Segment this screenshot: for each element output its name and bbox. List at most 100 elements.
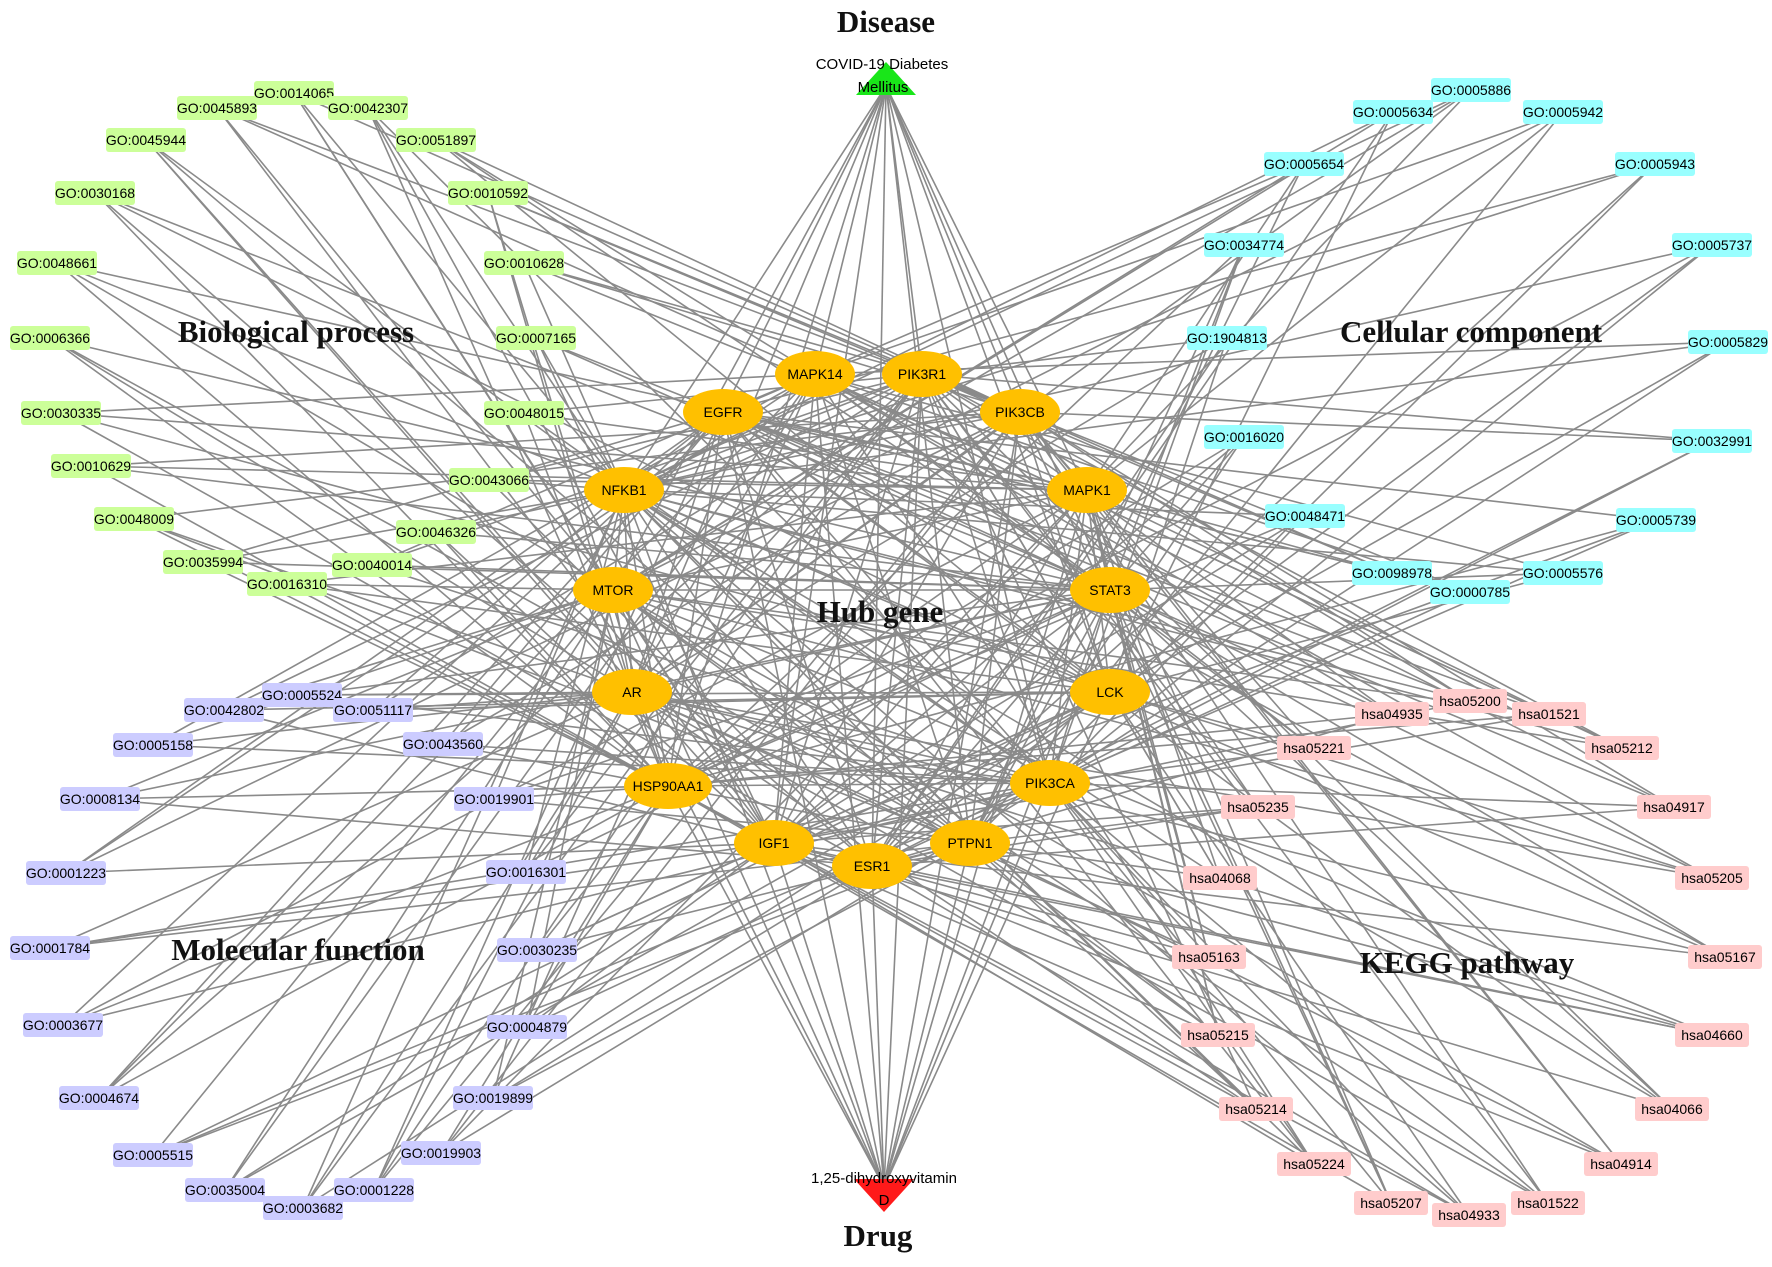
hub-gene-node[interactable]: ESR1 (832, 843, 912, 889)
mf-node[interactable]: GO:0042802 (184, 698, 264, 722)
cc-node[interactable]: GO:0005886 (1431, 78, 1511, 102)
hub-gene-node[interactable]: LCK (1070, 669, 1150, 715)
cc-node-label: GO:0005943 (1615, 156, 1695, 172)
kegg-node[interactable]: hsa05205 (1675, 866, 1749, 890)
kegg-node[interactable]: hsa04068 (1183, 866, 1257, 890)
kegg-node[interactable]: hsa01522 (1511, 1191, 1585, 1215)
network-edge (814, 373, 1713, 879)
bp-node[interactable]: GO:0046326 (396, 520, 476, 544)
cc-node[interactable]: GO:0005737 (1672, 233, 1752, 257)
kegg-node[interactable]: hsa01521 (1512, 702, 1586, 726)
kegg-node[interactable]: hsa05215 (1181, 1023, 1255, 1047)
kegg-node[interactable]: hsa04914 (1584, 1152, 1658, 1176)
mf-node[interactable]: GO:0019901 (454, 787, 534, 811)
hub-gene-node[interactable]: IGF1 (734, 820, 814, 866)
bp-node-box (448, 181, 528, 205)
hub-gene-node[interactable]: EGFR (683, 389, 763, 435)
cc-node[interactable]: GO:0005829 (1688, 330, 1768, 354)
cc-node-label: GO:0048471 (1265, 508, 1345, 524)
mf-node[interactable]: GO:0030235 (497, 938, 577, 962)
bp-node[interactable]: GO:0030168 (55, 181, 135, 205)
kegg-node[interactable]: hsa05221 (1277, 736, 1351, 760)
hub-gene-node[interactable]: STAT3 (1070, 567, 1150, 613)
bp-node[interactable]: GO:0010629 (51, 454, 131, 478)
kegg-node[interactable]: hsa05207 (1354, 1191, 1428, 1215)
bp-node[interactable]: GO:0045893 (177, 96, 257, 120)
bp-node[interactable]: GO:0035994 (163, 550, 243, 574)
mf-node[interactable]: GO:0001228 (334, 1178, 414, 1202)
mf-node[interactable]: GO:0004879 (487, 1015, 567, 1039)
kegg-node[interactable]: hsa04917 (1637, 795, 1711, 819)
bp-node[interactable]: GO:0045944 (106, 128, 186, 152)
kegg-node[interactable]: hsa05224 (1277, 1152, 1351, 1176)
bp-node[interactable]: GO:0010592 (448, 181, 528, 205)
hub-gene-node[interactable]: PIK3CB (980, 389, 1060, 435)
bp-node[interactable]: GO:0048661 (17, 251, 97, 275)
kegg-node[interactable]: hsa05200 (1433, 689, 1507, 713)
hub-gene-node[interactable]: MAPK14 (775, 351, 855, 397)
mf-node[interactable]: GO:0019903 (401, 1141, 481, 1165)
bp-node[interactable]: GO:0048015 (484, 401, 564, 425)
kegg-node[interactable]: hsa05212 (1585, 736, 1659, 760)
cc-node[interactable]: GO:0005943 (1615, 152, 1695, 176)
cc-node[interactable]: GO:0000785 (1430, 580, 1510, 604)
cc-node[interactable]: GO:0032991 (1672, 429, 1752, 453)
mf-node[interactable]: GO:0035004 (185, 1178, 265, 1202)
bp-node[interactable]: GO:0042307 (328, 96, 408, 120)
hub-gene-node[interactable]: HSP90AA1 (624, 763, 712, 809)
hub-gene-node[interactable]: NFKB1 (584, 467, 664, 513)
network-edge (773, 842, 885, 1188)
mf-node-box (453, 1086, 533, 1110)
mf-node[interactable]: GO:0001223 (26, 861, 106, 885)
hub-gene-node[interactable]: MAPK1 (1047, 467, 1127, 513)
mf-node[interactable]: GO:0003682 (263, 1196, 343, 1220)
mf-node[interactable]: GO:0051117 (333, 698, 413, 722)
kegg-node[interactable]: hsa05167 (1688, 945, 1762, 969)
kegg-node[interactable]: hsa04660 (1675, 1023, 1749, 1047)
mf-node[interactable]: GO:0001784 (10, 936, 90, 960)
mf-node[interactable]: GO:0043560 (403, 732, 483, 756)
cc-node[interactable]: GO:0034774 (1204, 233, 1284, 257)
mf-node[interactable]: GO:0004674 (59, 1086, 139, 1110)
mf-node[interactable]: GO:0008134 (60, 787, 140, 811)
mf-node[interactable]: GO:0003677 (23, 1013, 103, 1037)
kegg-node[interactable]: hsa04066 (1635, 1097, 1709, 1121)
mf-node[interactable]: GO:0005158 (113, 733, 193, 757)
kegg-node[interactable]: hsa05214 (1219, 1097, 1293, 1121)
hub-gene-node[interactable]: PIK3R1 (882, 351, 962, 397)
bp-node[interactable]: GO:0006366 (10, 326, 90, 350)
mf-node[interactable]: GO:0005515 (113, 1143, 193, 1167)
kegg-node[interactable]: hsa04933 (1432, 1203, 1506, 1227)
cc-node[interactable]: GO:0098978 (1352, 561, 1432, 585)
cc-node[interactable]: GO:0016020 (1204, 425, 1284, 449)
bp-node[interactable]: GO:0030335 (21, 401, 101, 425)
hub-gene-node[interactable]: AR (592, 669, 672, 715)
cc-node[interactable]: GO:0005576 (1523, 561, 1603, 585)
cc-node[interactable]: GO:0005739 (1616, 508, 1696, 532)
cc-node[interactable]: GO:0005942 (1523, 100, 1603, 124)
mf-node[interactable]: GO:0005524 (262, 683, 342, 707)
cc-node[interactable]: GO:0048471 (1265, 504, 1345, 528)
bp-node[interactable]: GO:0016310 (247, 572, 327, 596)
cc-node[interactable]: GO:0005654 (1264, 152, 1344, 176)
bp-node[interactable]: GO:0043066 (449, 468, 529, 492)
bp-node[interactable]: GO:0010628 (484, 251, 564, 275)
cc-node[interactable]: GO:0005634 (1353, 100, 1433, 124)
bp-node[interactable]: GO:0040014 (332, 553, 412, 577)
hub-gene-node[interactable]: MTOR (573, 567, 653, 613)
bp-node[interactable]: GO:0048009 (94, 507, 174, 531)
kegg-node[interactable]: hsa04935 (1355, 702, 1429, 726)
network-edge (814, 373, 1393, 715)
bp-node[interactable]: GO:0007165 (496, 326, 576, 350)
bp-node[interactable]: GO:0051897 (396, 128, 476, 152)
mf-node[interactable]: GO:0016301 (486, 860, 566, 884)
kegg-node[interactable]: hsa05235 (1221, 795, 1295, 819)
cc-node[interactable]: GO:1904813 (1187, 326, 1267, 350)
kegg-node[interactable]: hsa05163 (1172, 945, 1246, 969)
mf-node[interactable]: GO:0019899 (453, 1086, 533, 1110)
hub-gene-node[interactable]: PTPN1 (930, 820, 1010, 866)
bp-node[interactable]: GO:0014065 (254, 81, 334, 105)
hub-gene-node[interactable]: PIK3CA (1010, 760, 1090, 806)
